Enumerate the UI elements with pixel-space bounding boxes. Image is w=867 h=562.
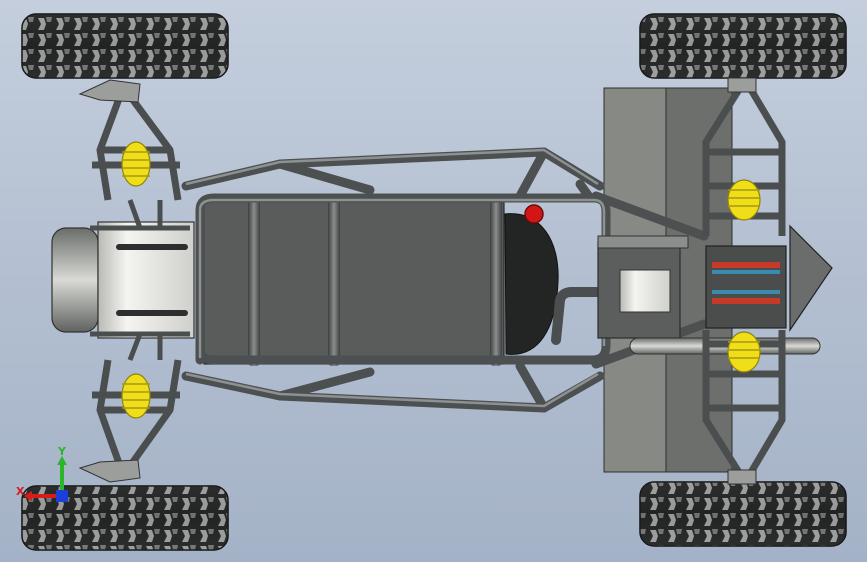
rear-left-hub	[727, 77, 757, 93]
triad-y-arrow	[57, 456, 67, 465]
engine-top-band	[597, 235, 689, 249]
floor-cross-tubes	[248, 196, 502, 366]
front-left-knuckle	[78, 79, 141, 103]
front-left-tire[interactable]	[21, 13, 229, 79]
rear-right-hub	[727, 469, 757, 485]
triad-x-label: X	[16, 485, 25, 498]
engine-cover	[619, 269, 671, 313]
exhaust-pipe	[551, 287, 605, 345]
triad-x-arrow	[24, 491, 32, 501]
rear-left-tire[interactable]	[639, 13, 847, 79]
seat	[504, 213, 559, 355]
coordinate-triad: X Y	[16, 445, 68, 502]
rear-left-spring	[727, 179, 761, 221]
rear-right-tire[interactable]	[639, 481, 847, 547]
rear-right-spring	[727, 331, 761, 373]
rear-diff-housing	[705, 245, 787, 329]
diff-red-band-top	[712, 262, 780, 268]
diff-red-band-bottom	[712, 298, 780, 304]
front-skid-plate	[97, 221, 195, 339]
front-slot-upper	[116, 244, 188, 250]
front-plate-tubes	[90, 199, 190, 361]
front-right-tire[interactable]	[21, 485, 229, 551]
front-left-spring	[121, 141, 151, 187]
red-cap	[524, 204, 544, 224]
front-nose	[51, 227, 99, 333]
rear-suspension-upper[interactable]	[702, 86, 786, 236]
rear-suspension-lower[interactable]	[702, 330, 786, 476]
diff-blue-band-top	[712, 270, 780, 274]
triad-y-label: Y	[57, 445, 67, 458]
triad-z-axis	[56, 490, 68, 502]
roll-cage-highlight	[185, 148, 606, 408]
diff-blue-band-bottom	[712, 290, 780, 294]
front-right-spring	[121, 373, 151, 419]
rear-tail-plate	[789, 224, 833, 332]
front-right-knuckle	[78, 459, 141, 483]
front-slot-lower	[116, 310, 188, 316]
